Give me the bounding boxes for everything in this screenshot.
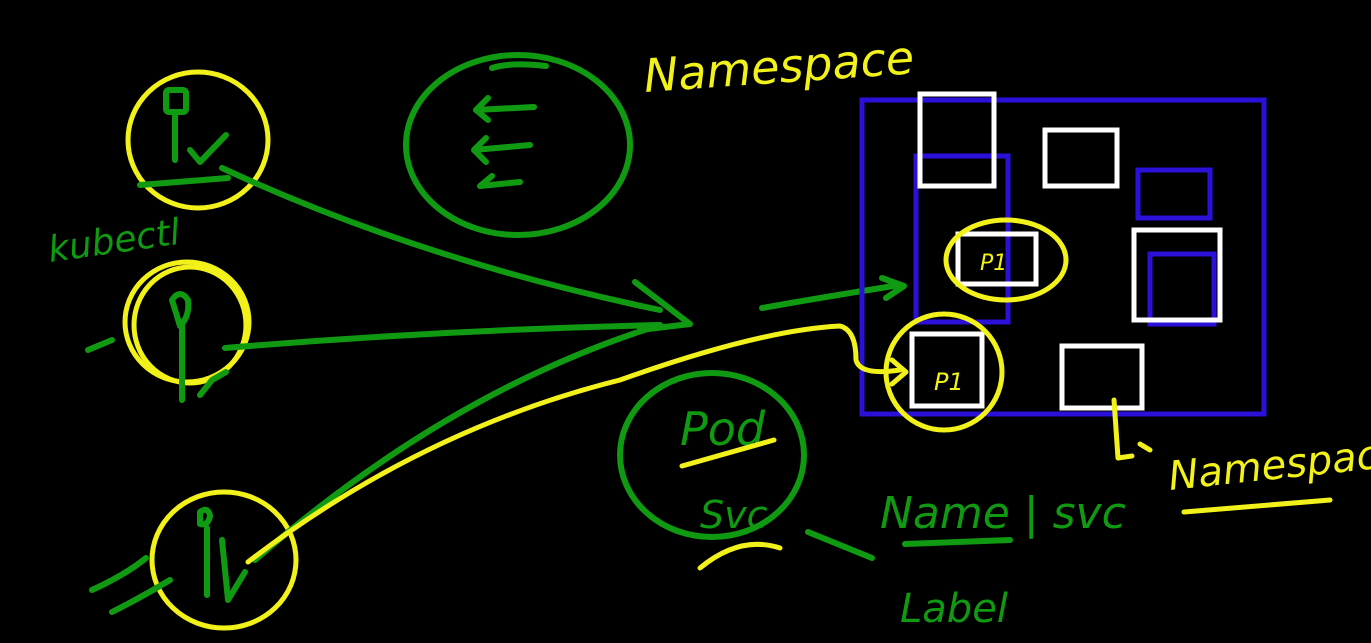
- kubectl-label: kubectl: [46, 212, 183, 271]
- pod-box-2: [1042, 127, 1120, 189]
- pod-box-5: [909, 331, 985, 409]
- namespace-small-box-2: [1147, 251, 1217, 327]
- svc-to-label-line: [805, 529, 875, 561]
- connection-arrows: [219, 165, 907, 563]
- user-bottom: [89, 489, 299, 631]
- pod-svc-circle: [617, 370, 807, 540]
- svc-label: Svc: [700, 493, 768, 537]
- pod-label-p1: P1: [980, 251, 1007, 276]
- label-text: Label: [900, 586, 1008, 632]
- pod-label-p2: P1: [934, 368, 964, 396]
- namespace-title: Namespace: [642, 30, 916, 103]
- cluster-diagram: [859, 91, 1267, 433]
- svc-underline: [697, 541, 783, 571]
- user-top: [125, 69, 271, 211]
- pod-box-3: [955, 231, 1039, 287]
- namespace-pointer: [1111, 397, 1135, 461]
- namespace-pointer-tip: [1137, 441, 1153, 453]
- pod-box-4: [1131, 227, 1223, 323]
- namespace-outer-box: [859, 97, 1267, 417]
- namespace-bottom-label: Namespace: [1166, 430, 1371, 500]
- pod-highlight-1: [943, 217, 1069, 303]
- name-svc-label: Name | svc: [880, 488, 1126, 539]
- pod-box-6: [1059, 343, 1145, 411]
- namespace-inner-box: [913, 153, 1011, 325]
- pod-underline: [679, 437, 777, 469]
- namespace-small-box-1: [1135, 167, 1213, 221]
- pod-box-1: [917, 91, 997, 189]
- namespace-circle: [403, 52, 633, 238]
- yellow-route-arrowhead: [889, 357, 909, 387]
- yellow-route: [245, 323, 903, 565]
- name-underline: [902, 537, 1013, 547]
- user-middle: [85, 259, 252, 403]
- namespace-bottom-underline: [1181, 497, 1333, 515]
